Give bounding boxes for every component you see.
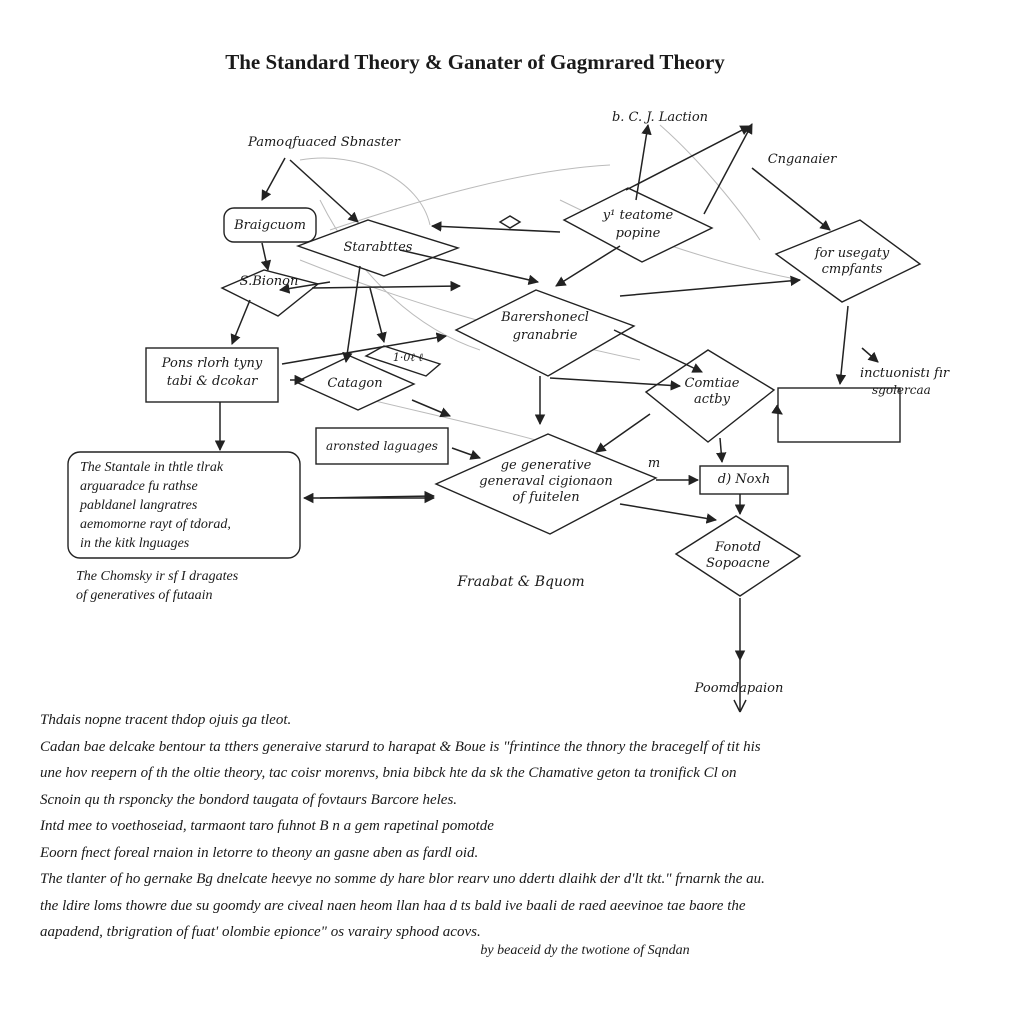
- box-line: in the kitk lnguages: [80, 536, 190, 551]
- paragraph-line: Thdais nopne tracent thdop ojuis ga tleo…: [40, 712, 292, 728]
- paragraph-line: Scnoin qu th rsponcky the bondord taugat…: [40, 791, 458, 808]
- label-comtiae-1: Comtiae: [684, 376, 740, 391]
- node-ponsrork: [145, 347, 279, 403]
- node-barershonecl: [454, 289, 636, 377]
- label-ratio: 1·0ℓ ℓ: [392, 351, 424, 364]
- label-ponsrork-2: tabi & dcokar: [166, 374, 258, 389]
- label-barershonecl-1: Barershonecl: [501, 310, 589, 325]
- paragraph-line: Intd mee to voethoseiad, tarmaont taro f…: [40, 818, 494, 834]
- long-line: [733, 660, 747, 713]
- page-title: The Standard Theory & Ganater of Gagmrar…: [225, 50, 725, 74]
- label-noxh: d) Noxh: [717, 472, 771, 487]
- paragraph-line: the ldire loms thowre due su goomdy are …: [40, 897, 746, 914]
- label-usegaty-2: cmpfants: [821, 262, 883, 277]
- label-organiser: Cnganaier: [767, 152, 837, 167]
- label-sbionon: S.Bionon: [239, 274, 299, 289]
- paragraph-line: Cadan bae delcake bentour ta tthers gene…: [40, 738, 761, 755]
- label-paradigmaced: Pamoqfuaced Sbnaster: [248, 135, 400, 150]
- label-inctuonist-1: inctuonistı fır: [860, 366, 950, 381]
- body-paragraph: Thdais nopne tracent thdop ojuis ga tleo…: [40, 707, 990, 946]
- node-fonotd: [674, 515, 802, 597]
- caption-line: of generatives of futaain: [76, 588, 213, 603]
- label-ponsrork-1: Pons rlorh tyny: [161, 356, 263, 371]
- label-laction: b. C. J. Laction: [611, 110, 709, 125]
- label-inctuonist-2: sgolercaa: [872, 383, 931, 397]
- label-braigcuom: Braigcuom: [234, 218, 306, 233]
- box-line: arguaradce fu rathse: [80, 479, 198, 494]
- node-comtiae: [644, 349, 776, 443]
- paragraph-line: aapadend, tbrigration of fuat' olombie e…: [40, 924, 481, 940]
- node-generative: [434, 433, 658, 535]
- label-comtiae-2: actby: [694, 392, 730, 407]
- label-usegaty-1: for usegaty: [814, 246, 890, 261]
- box-line: pabldanel langratres: [80, 498, 198, 513]
- label-m: m: [647, 456, 661, 471]
- node-stantale-box: [67, 451, 301, 559]
- box-line: The Stantale in thtle tlrak: [80, 460, 224, 475]
- node-braigcuom: [223, 207, 317, 243]
- node-usegaty: [774, 219, 922, 303]
- label-poomdapaion: Poomdapaion: [694, 681, 784, 696]
- label-teatome-2: popine: [615, 226, 661, 241]
- node-noxh: [699, 465, 789, 495]
- box-line: aemomorne rayt of tdorad,: [80, 517, 231, 532]
- label-generative-1: ge generative: [500, 458, 592, 473]
- label-barershonecl-2: granabrie: [512, 328, 578, 343]
- node-cataqon: [294, 355, 416, 411]
- signature-line: by beaceid dy the twotione of Sqndan: [480, 943, 690, 958]
- label-teatome-1: y¹ teatome: [602, 208, 674, 223]
- node-aronsted: [315, 427, 449, 465]
- label-fonotd-1: Fonotd: [715, 540, 761, 555]
- node-teatome: [562, 187, 714, 263]
- label-generative-3: of fuitelen: [512, 490, 580, 505]
- node-small-diamond: [498, 215, 522, 229]
- caption-line: The Chomsky ir sf I dragates: [76, 569, 239, 584]
- paragraph-line: une hov reepern of th the oltie theory, …: [40, 765, 737, 781]
- box-description: The Stantale in thtle tlrak arguaradce f…: [80, 458, 300, 553]
- paragraph-line: Eoorn fnect foreal rnaion in letorre to …: [40, 844, 479, 861]
- node-starabttes: [295, 219, 461, 277]
- label-aronsted: aronsted laguages: [326, 439, 438, 453]
- label-fonotd-2: Sopoacne: [706, 556, 770, 571]
- label-starabttes: Starabttes: [343, 240, 413, 255]
- node-ratio: [364, 345, 442, 377]
- node-syromeitron: [777, 387, 901, 443]
- paragraph-line: The tlanter of ho gernake Bg dnelcate he…: [40, 871, 765, 887]
- label-fraabat: Fraabat & Bquom: [457, 574, 585, 590]
- label-generative-2: generaval cigionaon: [479, 474, 613, 489]
- label-cataqon: Catagon: [327, 376, 383, 391]
- arrows: [214, 123, 879, 662]
- box-caption: The Chomsky ir sf I dragates of generati…: [76, 567, 238, 605]
